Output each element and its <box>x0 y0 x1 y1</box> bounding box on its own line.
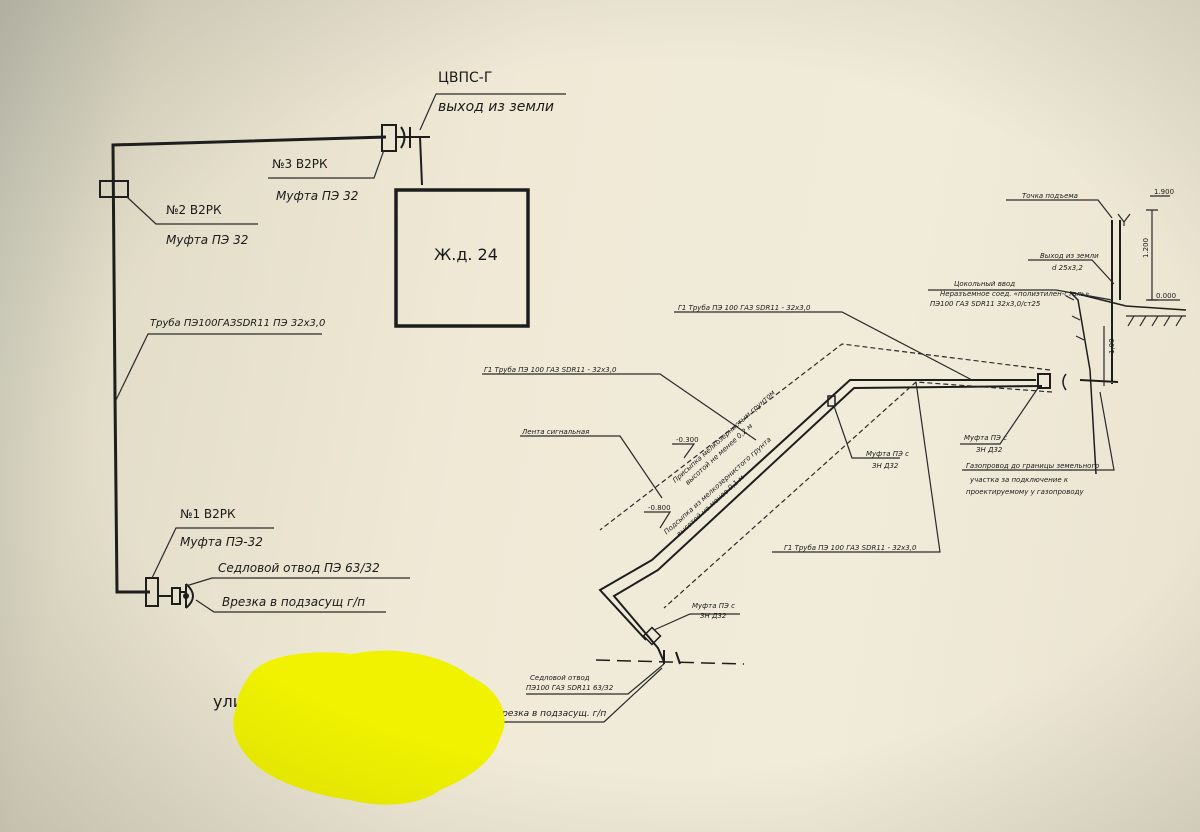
redaction-blob <box>233 650 505 805</box>
cvps-subtitle: выход из земли <box>438 99 554 115</box>
saddle-tap-symbol <box>158 583 194 609</box>
depth2-mark <box>644 511 672 529</box>
house-label: Ж.д. 24 <box>434 245 498 264</box>
pipe1-leader <box>674 311 973 381</box>
depth1-mark <box>672 443 696 459</box>
hdim-label: 1,00 <box>1108 338 1116 354</box>
gas-pipe-left <box>111 135 387 594</box>
coupling-a-label: Муфта ПЭ с <box>692 602 735 610</box>
saddle-leader-right <box>526 663 665 695</box>
saddle-leader <box>185 577 410 587</box>
insert-sub: ПЭ100 ГАЗ SDR11 32х3,0/ст25 <box>930 300 1041 308</box>
joint3-subtitle: Муфта ПЭ 32 <box>276 189 358 203</box>
wall-edge <box>1069 291 1187 475</box>
insert-head: Цокольный ввод <box>954 280 1015 288</box>
pipe-leader <box>115 333 322 401</box>
right-scheme: Точка подъема 1.900 Выход из земли d 25х… <box>482 188 1187 723</box>
coupling-c-label: Муфта ПЭ с <box>964 434 1007 442</box>
coupling-b-sub: ЗН Д32 <box>872 462 899 470</box>
coupling-b-symbol <box>827 395 836 407</box>
left-scheme: Ж.д. 24 ЦВПС-Г выход из земли №3 В2РК Му… <box>99 70 566 711</box>
top-elevation-mark <box>1117 195 1170 226</box>
coupling-b-leader <box>833 405 900 459</box>
pipe-main-upper <box>598 379 1036 641</box>
cvps-symbol <box>400 126 430 186</box>
coupling-b-label: Муфта ПЭ с <box>866 450 909 458</box>
coupling-c-leader <box>960 387 1039 445</box>
tap-label: Врезка в подзасущ г/п <box>222 595 365 609</box>
pipe-label: Труба ПЭ100ГАЗSDR11 ПЭ 32х3,0 <box>150 317 325 329</box>
tap-leader <box>195 599 386 613</box>
lift-point-label: Точка подъема <box>1022 192 1078 200</box>
coupling-c-sub: ЗН Д32 <box>976 446 1003 454</box>
joint3-title: №3 В2РК <box>272 157 328 171</box>
joint2-title: №2 В2РК <box>166 203 222 217</box>
ground-hatch <box>1065 295 1186 341</box>
riser-pipe <box>1079 220 1121 384</box>
insert-symbol <box>1062 373 1067 391</box>
joint1-title: №1 В2РК <box>180 507 236 521</box>
insert-leader <box>928 289 1113 301</box>
ground-exit-sub: d 25х3,2 <box>1052 264 1083 272</box>
pipe2-leader <box>482 373 757 441</box>
joint1-leader <box>151 527 274 579</box>
house-outline <box>394 188 530 328</box>
vdim-label: 1.200 <box>1142 238 1150 258</box>
signal-tape-label: Лента сигнальная <box>521 428 589 436</box>
street-label: ули <box>213 692 243 711</box>
pipe3-label: Г1 Труба ПЭ 100 ГАЗ SDR11 - 32х3,0 <box>784 544 917 552</box>
saddle-sub-right: ПЭ100 ГАЗ SDR11 63/32 <box>526 684 614 692</box>
pipeline-note-leader <box>962 391 1115 471</box>
pipe1-label: Г1 Труба ПЭ 100 ГАЗ SDR11 - 32х3,0 <box>678 304 811 312</box>
pipeline-note-2: участка за подключение к <box>969 476 1069 484</box>
joint-2-symbol <box>99 180 129 198</box>
vertical-dimension <box>1103 209 1158 386</box>
tap-leader-right <box>494 667 663 723</box>
cvps-title: ЦВПС-Г <box>438 70 492 86</box>
depth1-label: -0.300 <box>676 436 699 444</box>
joint1-subtitle: Муфта ПЭ-32 <box>180 535 263 549</box>
signal-tape-leader <box>520 435 663 499</box>
pipeline-note-3: проектируемому у газопроводу <box>966 488 1084 496</box>
pipe2-label: Г1 Труба ПЭ 100 ГАЗ SDR11 - 32х3,0 <box>484 366 617 374</box>
saddle-title-right: Седловой отвод <box>530 674 590 682</box>
pipe-main-lower <box>612 385 1043 663</box>
lift-point-leader <box>1006 199 1113 219</box>
tap-point <box>183 593 189 599</box>
pipe3-leader <box>772 381 941 553</box>
trench-upper <box>599 343 1051 531</box>
coupling-a-symbol <box>642 626 662 646</box>
tap-label-right: Врезка в подзасущ. г/п <box>496 709 606 719</box>
elev-ground-label: 0.000 <box>1156 292 1176 300</box>
depth2-label: -0.800 <box>648 504 671 512</box>
elev-top-label: 1.900 <box>1154 188 1174 196</box>
ground-exit-leader <box>1028 259 1115 285</box>
coupling-a-leader <box>653 613 740 631</box>
ground-line-tap <box>595 659 745 665</box>
ground-exit-label: Выход из земли <box>1040 252 1099 260</box>
coupling-a-sub: ЗН Д32 <box>700 612 727 620</box>
joint2-leader <box>126 196 258 225</box>
tap-riser <box>663 650 681 665</box>
cvps-leader <box>419 93 566 131</box>
insert-title: Неразъемное соед. «полиэтилен-сталь» <box>940 290 1089 298</box>
pipeline-note-1: Газопровод до границы земельного <box>966 462 1099 470</box>
joint3-leader <box>268 149 385 179</box>
coupling-c-symbol <box>1037 373 1051 389</box>
joint-3-symbol <box>381 124 397 152</box>
joint2-subtitle: Муфта ПЭ 32 <box>166 233 248 247</box>
saddle-label: Седловой отвод ПЭ 63/32 <box>218 561 380 575</box>
